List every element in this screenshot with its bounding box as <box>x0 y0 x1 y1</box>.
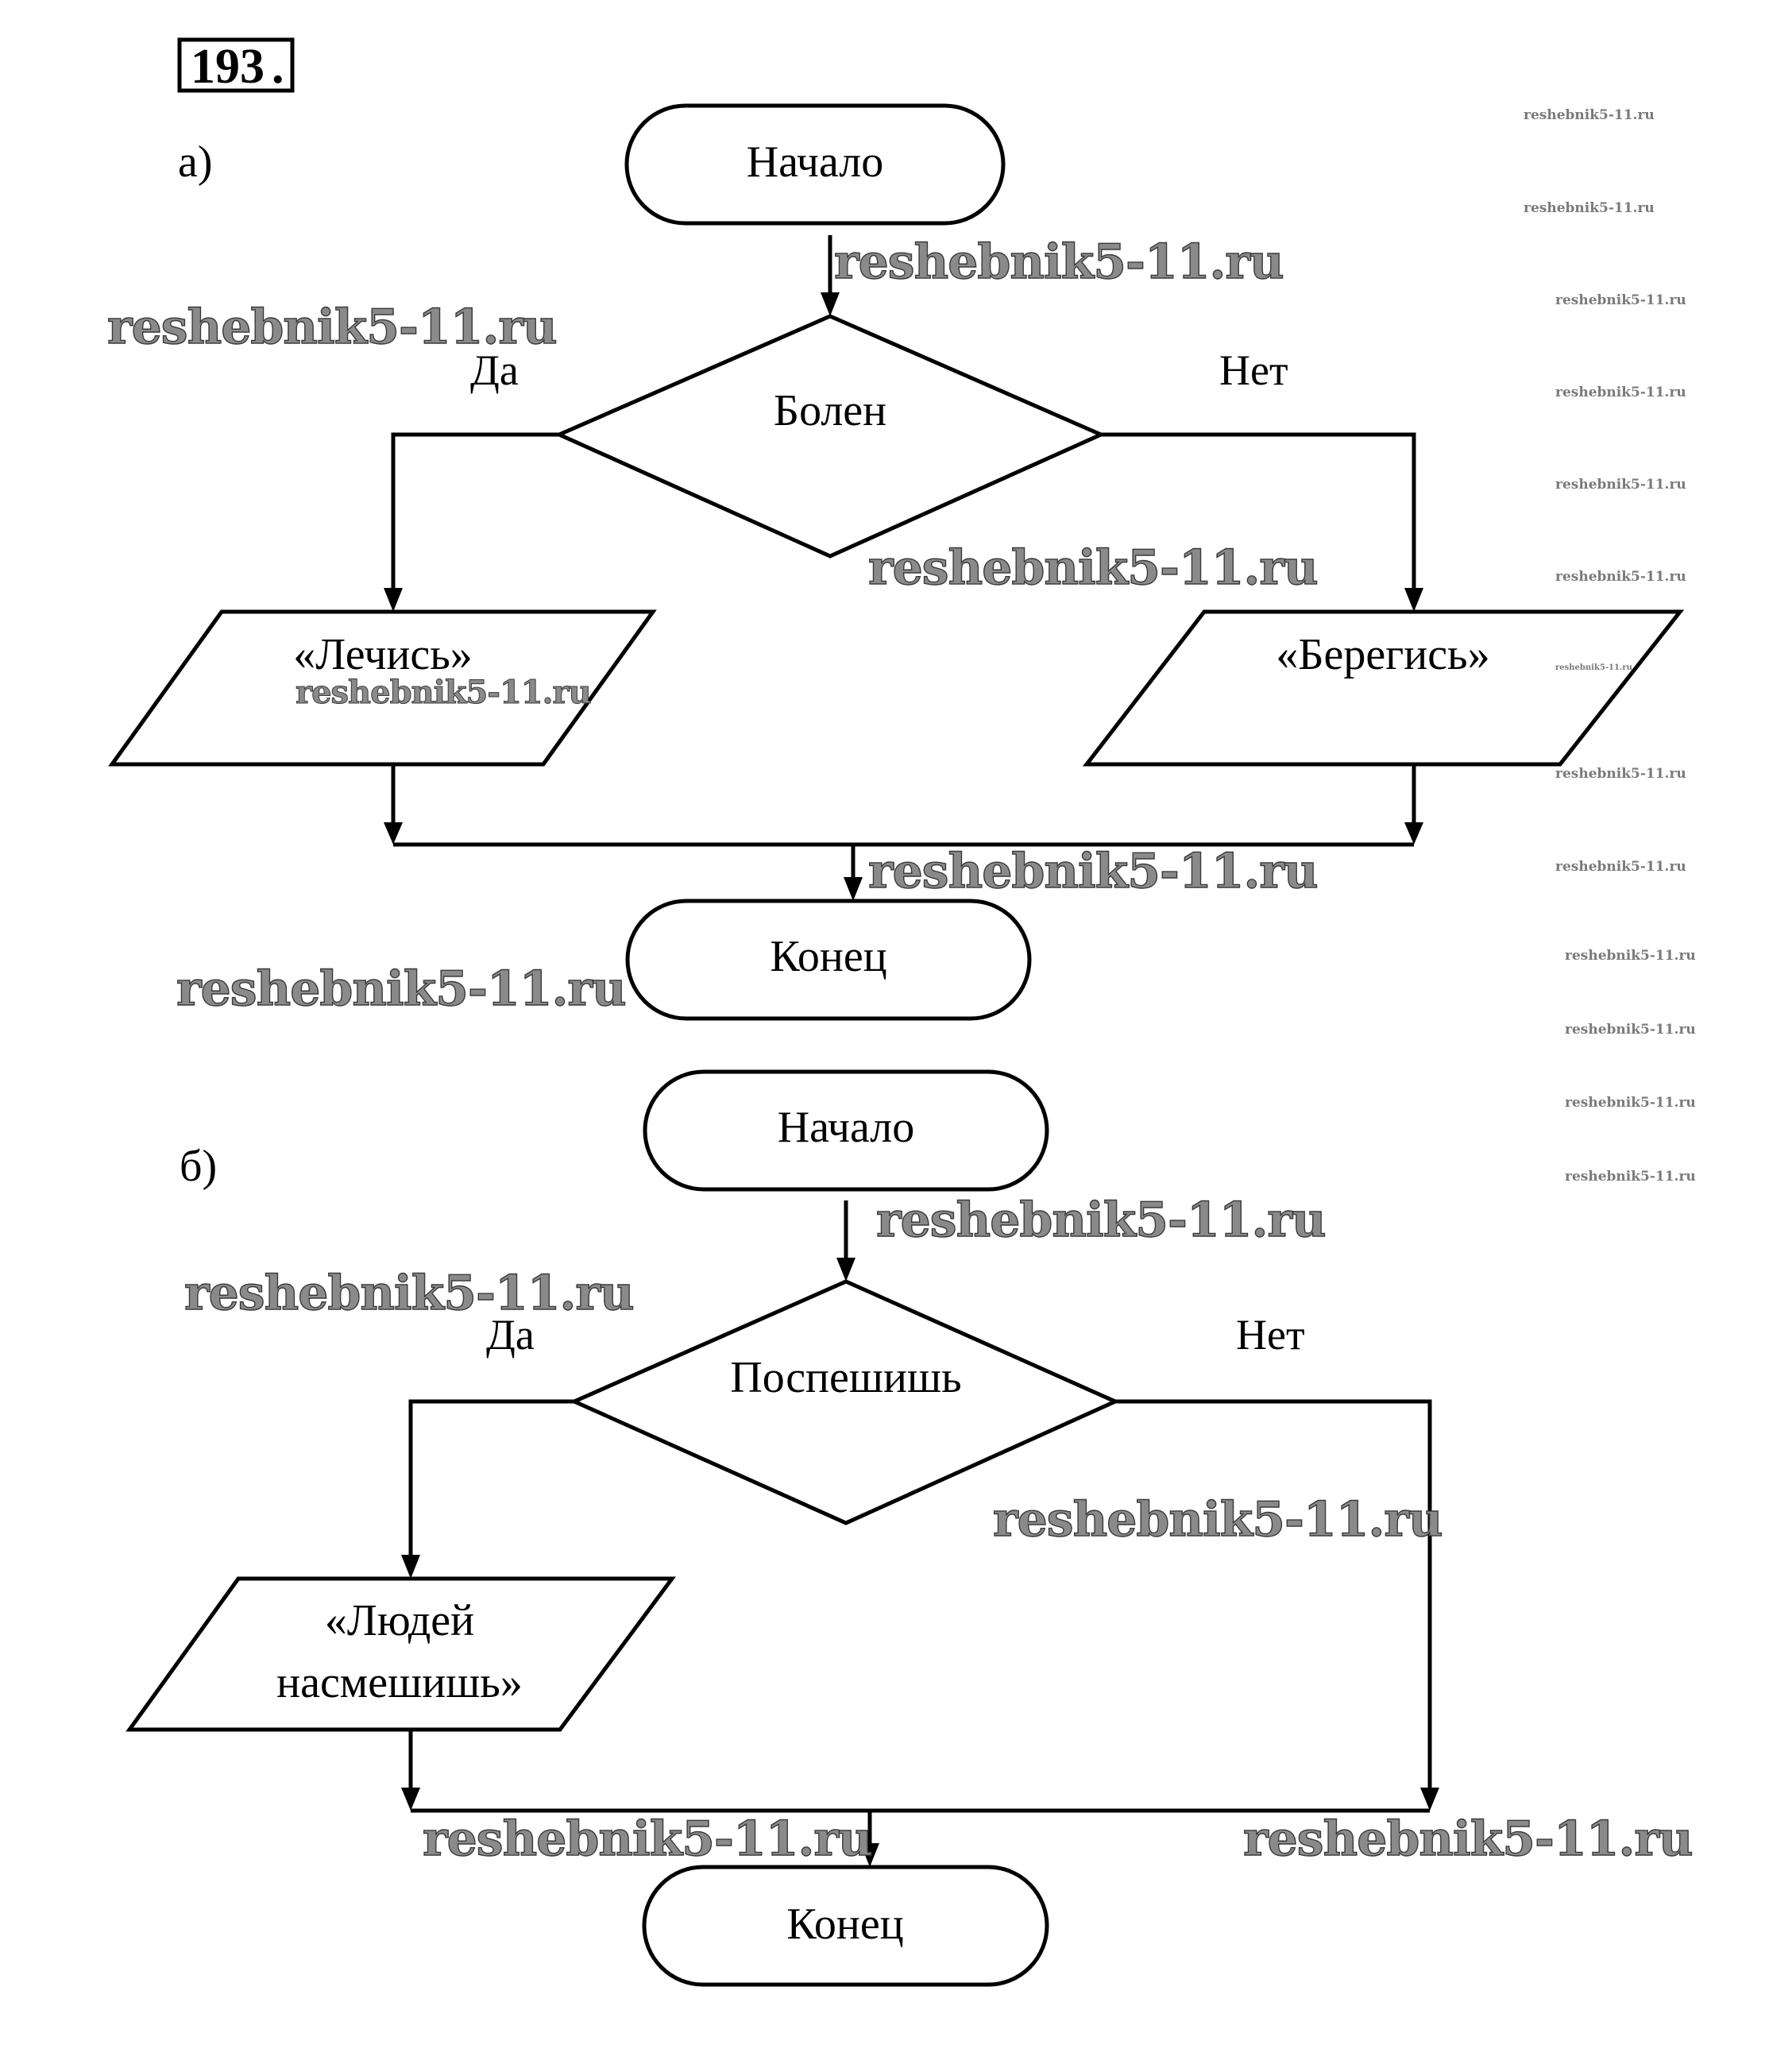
b-decision-label: Поспешишь <box>730 1353 961 1402</box>
a-yes-output-label: «Лечись» <box>293 630 473 679</box>
a-yes-branch-line <box>391 432 559 588</box>
watermark-small: reshebnik5-11.ru <box>1524 200 1655 216</box>
b-decision-shape <box>569 1279 1121 1525</box>
a-yes-label: Да <box>470 346 519 394</box>
watermark: reshebnik5-11.ru <box>876 1193 1326 1248</box>
watermark: reshebnik5-11.ru <box>868 540 1318 596</box>
arrowhead-icon <box>1420 1788 1439 1811</box>
watermark-small: reshebnik5-11.ru <box>1555 859 1686 875</box>
arrowhead-icon <box>821 292 840 316</box>
b-no-branch-line <box>1115 1399 1432 1788</box>
b-yes-output-label-line1: «Людей <box>325 1596 474 1645</box>
arrowhead-icon <box>401 1788 420 1811</box>
arrowhead-icon <box>384 822 403 845</box>
arrowhead-icon <box>836 1258 855 1281</box>
watermark: reshebnik5-11.ru <box>295 674 591 711</box>
watermark-small: reshebnik5-11.ru <box>1555 663 1632 672</box>
watermark: reshebnik5-11.ru <box>423 1811 872 1867</box>
b-yes-label: Да <box>486 1311 535 1359</box>
watermark-small: reshebnik5-11.ru <box>1565 1169 1696 1185</box>
watermark-small: reshebnik5-11.ru <box>1555 385 1686 400</box>
problem-number-box <box>177 37 295 93</box>
arrowhead-icon <box>1404 822 1423 845</box>
b-start-shape <box>643 1069 1049 1192</box>
arrowhead-icon <box>384 588 403 612</box>
watermark-small: reshebnik5-11.ru <box>1565 1095 1696 1111</box>
a-no-output: «Берегись» <box>1082 609 1685 767</box>
problem-number-dot: . <box>272 40 284 94</box>
b-yes-output-label-line2: насмешишь» <box>276 1658 523 1707</box>
b-yes-branch-line <box>408 1399 574 1556</box>
a-yes-output-shape <box>108 609 657 767</box>
problem-number-text: 193 <box>191 40 265 94</box>
arrowhead-icon <box>844 877 863 901</box>
a-no-label: Нет <box>1219 346 1288 394</box>
arrowhead-icon <box>860 1843 879 1867</box>
part-a-label: а) <box>178 137 213 187</box>
b-start-label: Начало <box>778 1103 915 1152</box>
watermark-small: reshebnik5-11.ru <box>1565 948 1696 964</box>
b-yes-output: «Людей насмешишь» <box>126 1576 676 1732</box>
a-decision: Болен <box>554 314 1107 559</box>
watermark-small: reshebnik5-11.ru <box>1555 569 1686 585</box>
a-decision-shape <box>554 314 1107 559</box>
watermark: reshebnik5-11.ru <box>176 961 626 1017</box>
a-end-terminal: Конец <box>625 899 1032 1021</box>
watermarks: reshebnik5-11.ru reshebnik5-11.ru resheb… <box>106 107 1696 1868</box>
a-decision-label: Болен <box>774 386 886 435</box>
b-decision: Поспешишь <box>569 1279 1121 1525</box>
b-start-terminal: Начало <box>643 1069 1049 1192</box>
watermark-small: reshebnik5-11.ru <box>1555 477 1686 493</box>
watermark: reshebnik5-11.ru <box>184 1266 634 1321</box>
part-b-label: б) <box>180 1142 217 1191</box>
watermark-small: reshebnik5-11.ru <box>1555 292 1686 308</box>
b-end-terminal: Конец <box>642 1865 1049 1987</box>
watermark: reshebnik5-11.ru <box>107 300 557 355</box>
watermark-small: reshebnik5-11.ru <box>1565 1022 1696 1038</box>
watermark-small: reshebnik5-11.ru <box>1555 766 1686 782</box>
watermark-small: reshebnik5-11.ru <box>1524 107 1655 123</box>
problem-number: 193 . <box>177 37 295 94</box>
b-end-label: Конец <box>786 1900 903 1949</box>
a-start-shape <box>624 103 1006 226</box>
watermark: reshebnik5-11.ru <box>868 844 1318 899</box>
a-start-label: Начало <box>747 137 884 187</box>
b-no-label: Нет <box>1236 1311 1305 1359</box>
watermark: reshebnik5-11.ru <box>1243 1811 1693 1867</box>
b-yes-output-shape <box>126 1576 676 1732</box>
b-end-shape <box>642 1865 1049 1987</box>
a-no-output-label: «Берегись» <box>1276 630 1489 679</box>
a-start-terminal: Начало <box>624 103 1006 226</box>
arrowhead-icon <box>401 1555 420 1579</box>
a-end-label: Конец <box>770 932 886 981</box>
a-no-branch-line <box>1101 432 1416 588</box>
a-no-output-shape <box>1082 609 1685 767</box>
a-yes-output: «Лечись» <box>108 609 657 767</box>
a-end-shape <box>625 899 1032 1021</box>
watermark: reshebnik5-11.ru <box>993 1492 1443 1548</box>
watermark: reshebnik5-11.ru <box>834 234 1284 290</box>
arrowhead-icon <box>1404 588 1423 612</box>
